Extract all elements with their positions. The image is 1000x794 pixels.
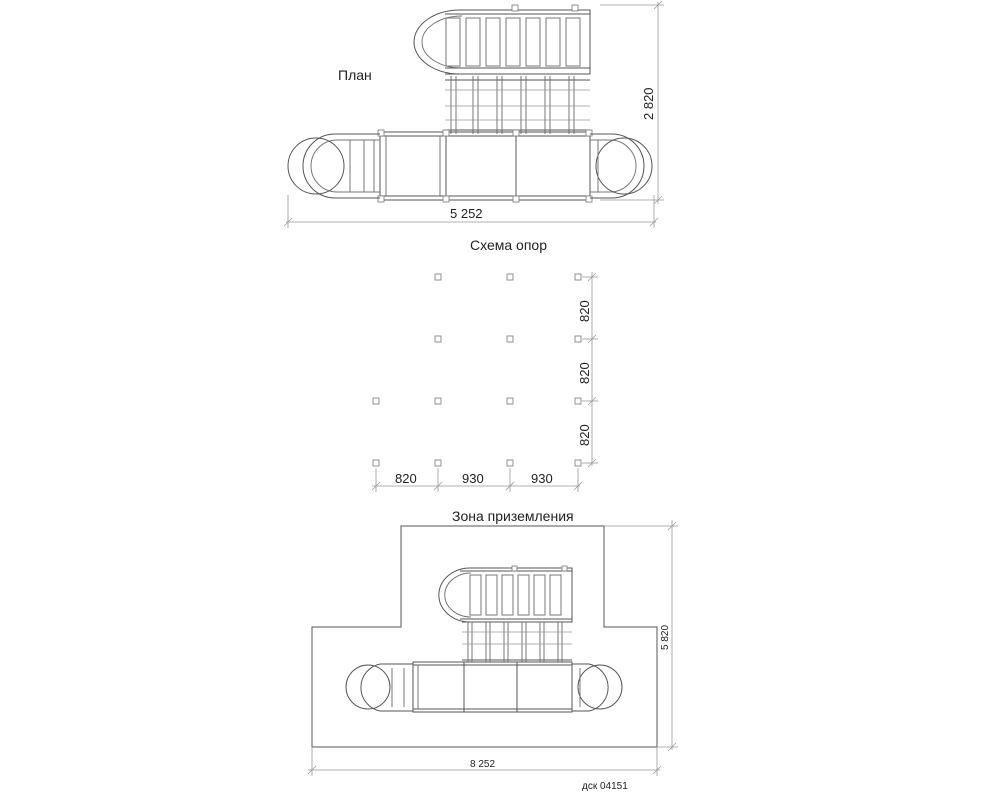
supports-vertical-dimensions: 820 820 820	[577, 272, 598, 468]
supports-v-dim-2: 820	[577, 362, 592, 384]
plan-bars	[445, 73, 590, 134]
plan-title: План	[338, 67, 372, 83]
support-post	[434, 335, 442, 343]
supports-horizontal-dimensions: 820 930 930	[371, 468, 583, 492]
supports-view: Схема опор	[371, 237, 598, 492]
supports-v-dim-1: 820	[577, 300, 592, 322]
plan-right-rail	[590, 133, 653, 199]
supports-h-dim-3: 930	[531, 471, 553, 486]
supports-title: Схема опор	[470, 237, 547, 253]
supports-h-dim-1: 820	[395, 471, 417, 486]
supports-h-dim-2: 930	[462, 471, 484, 486]
ground-equipment	[345, 565, 623, 713]
ground-zone-outline	[311, 525, 658, 748]
plan-top-rail	[413, 4, 591, 75]
support-post	[574, 335, 582, 343]
plan-platforms	[377, 129, 593, 203]
plan-width-dimension: 5 252	[283, 195, 659, 228]
ground-width-label: 8 252	[470, 759, 495, 770]
plan-height-label: 2 820	[641, 87, 656, 120]
support-post	[434, 397, 442, 405]
support-post	[372, 397, 380, 405]
ground-height-dimension: 5 820	[604, 520, 678, 752]
support-posts	[372, 273, 582, 467]
drawing-code: дск 04151	[582, 781, 628, 792]
support-post	[506, 397, 514, 405]
support-post	[506, 273, 514, 281]
ground-zone-view: Зона приземления	[307, 508, 678, 776]
supports-v-dim-3: 820	[577, 424, 592, 446]
support-post	[434, 459, 442, 467]
ground-title: Зона приземления	[452, 508, 574, 524]
support-post	[574, 397, 582, 405]
ground-width-dimension: 8 252	[307, 748, 662, 776]
plan-width-label: 5 252	[450, 206, 483, 221]
plan-left-rail	[287, 133, 380, 199]
support-post	[574, 459, 582, 467]
plan-view: План	[283, 0, 664, 228]
ground-height-label: 5 820	[660, 625, 671, 650]
support-post	[372, 459, 380, 467]
support-post	[434, 273, 442, 281]
support-post	[574, 273, 582, 281]
support-post	[506, 335, 514, 343]
support-post	[506, 459, 514, 467]
plan-height-dimension: 2 820	[600, 0, 664, 205]
